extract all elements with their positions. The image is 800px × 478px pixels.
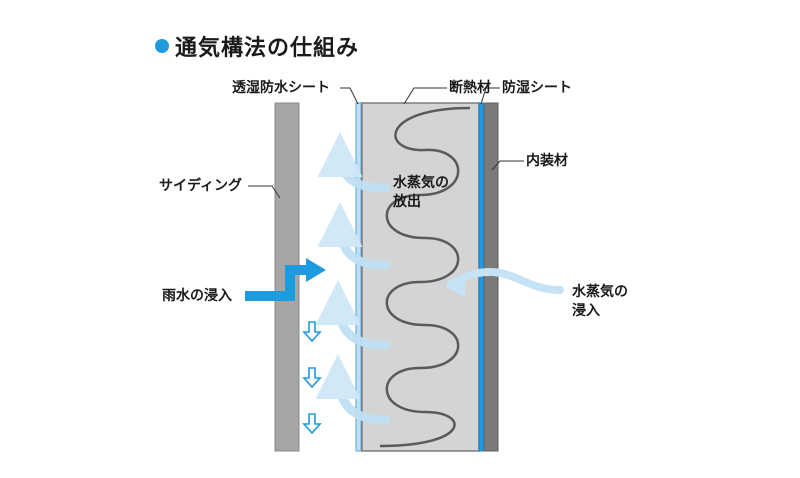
label-vapor-barrier: 防湿シート bbox=[502, 80, 572, 96]
down-arrow-icon bbox=[302, 321, 322, 343]
vapor-arrow bbox=[315, 280, 391, 350]
vapor-arrow bbox=[317, 132, 391, 193]
interior-panel bbox=[483, 102, 499, 452]
label-vapor-intrusion-line2: 浸入 bbox=[572, 303, 600, 319]
bullet-dot-icon bbox=[155, 39, 169, 53]
label-siding: サイディング bbox=[159, 178, 243, 194]
down-arrow-icon bbox=[302, 413, 322, 435]
water-down-arrows bbox=[302, 321, 322, 435]
label-vapor-intrusion-line1: 水蒸気の bbox=[572, 284, 628, 300]
down-arrow-icon bbox=[302, 367, 322, 389]
title-text: 通気構法の仕組み bbox=[175, 36, 360, 61]
label-breathable-sheet: 透湿防水シート bbox=[232, 80, 330, 96]
vapor-arrow bbox=[315, 354, 391, 425]
label-interior: 内装材 bbox=[526, 153, 568, 169]
vapor-release-arrows bbox=[315, 132, 391, 425]
vapor-intrusion-arrow bbox=[446, 267, 564, 298]
vapor-barrier bbox=[478, 102, 485, 452]
label-vapor-release-line1: 水蒸気の bbox=[393, 175, 449, 191]
rain-intrusion-arrow bbox=[245, 258, 326, 301]
diagram-title: 通気構法の仕組み bbox=[155, 30, 359, 62]
breathable-sheet bbox=[355, 102, 362, 452]
insulation-coil bbox=[379, 106, 471, 448]
leader-lines bbox=[248, 87, 524, 199]
label-rain-intrusion: 雨水の浸入 bbox=[162, 288, 232, 304]
vapor-arrow bbox=[317, 202, 391, 270]
label-insulation: 断熱材 bbox=[449, 80, 491, 96]
label-vapor-release-line2: 放出 bbox=[393, 194, 421, 210]
